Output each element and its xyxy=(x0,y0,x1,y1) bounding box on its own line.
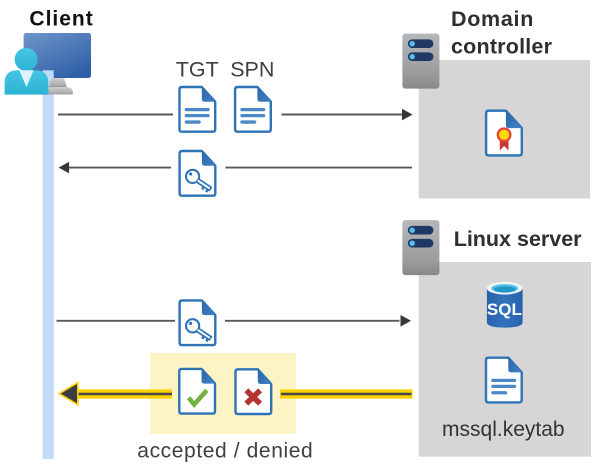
svg-text:SPN: SPN xyxy=(230,57,274,81)
svg-text:mssql.keytab: mssql.keytab xyxy=(442,418,565,441)
svg-text:controller: controller xyxy=(451,35,553,59)
svg-text:Client: Client xyxy=(29,8,93,31)
svg-text:Linux server: Linux server xyxy=(454,227,582,251)
svg-text:accepted / denied: accepted / denied xyxy=(137,440,313,463)
svg-text:SQL: SQL xyxy=(487,300,522,319)
svg-text:Domain: Domain xyxy=(451,7,534,31)
svg-text:TGT: TGT xyxy=(176,57,219,81)
